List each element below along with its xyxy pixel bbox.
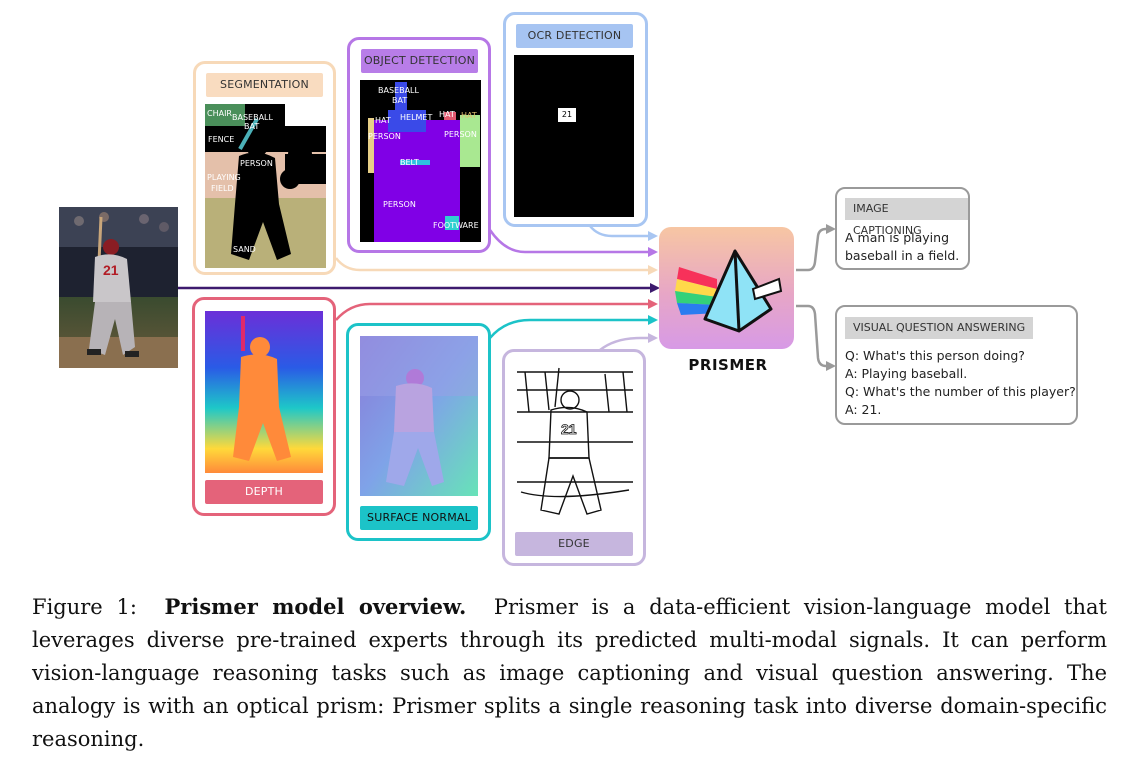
surface-normal-arrow-line	[489, 318, 652, 339]
od-label-person-1: PERSON	[368, 132, 401, 141]
object-detection-title: OBJECT DETECTION	[361, 49, 478, 73]
seg-label-person: PERSON	[240, 159, 273, 168]
od-label-person-3: PERSON	[383, 200, 416, 209]
seg-label-sand: SAND	[233, 245, 256, 254]
svg-text:21: 21	[561, 421, 577, 437]
ocr-detection-map: 21	[514, 55, 634, 217]
vqa-line-3: Q: What's the number of this player?	[845, 384, 1076, 399]
od-label-person-2: PERSON	[444, 130, 477, 139]
object-detection-map: BASEBALL BAT HAT HELMET HAT HAT PERSON P…	[360, 80, 481, 242]
captioning-arrowhead	[826, 224, 836, 234]
input-arrowhead	[650, 283, 660, 293]
edge-title: EDGE	[515, 532, 633, 556]
object-detection-arrowhead	[648, 247, 658, 257]
seg-label-chair: CHAIR	[207, 109, 232, 118]
od-label-hat-3: HAT	[461, 111, 477, 120]
edge-map: 21	[515, 362, 635, 524]
image-captioning-title: IMAGE CAPTIONING	[845, 198, 968, 237]
surface-normal-map	[360, 336, 478, 496]
seg-label-bat: BAT	[244, 122, 260, 131]
object-detection-card: OBJECT DETECTION BASEBALL BAT HAT HELMET…	[347, 37, 491, 253]
seg-label-fence: FENCE	[208, 135, 235, 144]
depth-arrow-line	[335, 302, 652, 321]
caption-body: Prismer is a data-efficient vision-langu…	[32, 595, 1107, 751]
vqa-box: VISUAL QUESTION ANSWERING Q: What's this…	[835, 305, 1078, 425]
captioning-line-2: baseball in a field.	[845, 248, 960, 263]
ocr-arrowhead	[648, 231, 658, 241]
od-label-footware: FOOTWARE	[433, 221, 479, 230]
segmentation-title: SEGMENTATION	[206, 73, 323, 97]
ocr-detection-card: OCR DETECTION 21	[503, 12, 648, 227]
od-label-bat: BAT	[392, 96, 408, 105]
od-label-belt: BELT	[400, 158, 419, 167]
edge-card: 21 EDGE	[502, 349, 646, 566]
edge-arrow-line	[599, 336, 652, 351]
surface-normal-card: SURFACE NORMAL	[346, 323, 491, 541]
input-baseball-photo: 21	[59, 207, 178, 368]
seg-label-baseball: BASEBALL	[232, 113, 273, 122]
figure-caption: Figure 1: Prismer model overview. Prisme…	[32, 590, 1107, 756]
svg-text:21: 21	[103, 262, 119, 278]
vqa-line-2: A: Playing baseball.	[845, 366, 968, 381]
vqa-line-1: Q: What's this person doing?	[845, 348, 1025, 363]
vqa-arrowhead	[826, 361, 836, 371]
captioning-arrow-line	[796, 227, 830, 272]
depth-map	[205, 311, 323, 473]
od-label-hat-1: HAT	[375, 116, 391, 125]
connector-lines	[178, 224, 836, 371]
prismer-label: PRISMER	[688, 356, 768, 374]
od-label-helmet: HELMET	[400, 113, 433, 122]
depth-title: DEPTH	[205, 480, 323, 504]
od-label-hat-2: HAT	[439, 110, 455, 119]
ocr-arrow-line	[589, 225, 652, 238]
image-captioning-box: IMAGE CAPTIONING A man is playing baseba…	[835, 187, 970, 270]
surface-normal-arrowhead	[648, 315, 658, 325]
edge-arrowhead	[648, 333, 658, 343]
ocr-label-21: 21	[558, 108, 576, 122]
prismer-model-block	[659, 227, 794, 349]
vqa-arrow-line	[796, 304, 830, 368]
object-detection-arrow-line	[488, 229, 652, 254]
ocr-detection-title: OCR DETECTION	[516, 24, 633, 48]
od-label-baseball: BASEBALL	[378, 86, 419, 95]
captioning-line-1: A man is playing	[845, 230, 950, 245]
caption-prefix: Figure 1:	[32, 595, 137, 619]
segmentation-map: CHAIR BASEBALL BAT FENCE PERSON PLAYING …	[205, 104, 326, 268]
seg-label-field: FIELD	[211, 184, 234, 193]
surface-normal-title: SURFACE NORMAL	[360, 506, 478, 530]
caption-bold-title: Prismer model overview.	[164, 594, 467, 619]
prism-icon	[675, 249, 783, 333]
segmentation-arrow-line	[335, 257, 652, 272]
segmentation-arrowhead	[648, 265, 658, 275]
depth-card: DEPTH	[192, 297, 336, 516]
vqa-line-4: A: 21.	[845, 402, 882, 417]
seg-label-playing: PLAYING	[207, 173, 241, 182]
segmentation-card: SEGMENTATION CHAIR BASEBALL BAT FENCE PE…	[193, 61, 336, 275]
vqa-title: VISUAL QUESTION ANSWERING	[845, 317, 1034, 339]
depth-arrowhead	[648, 299, 658, 309]
